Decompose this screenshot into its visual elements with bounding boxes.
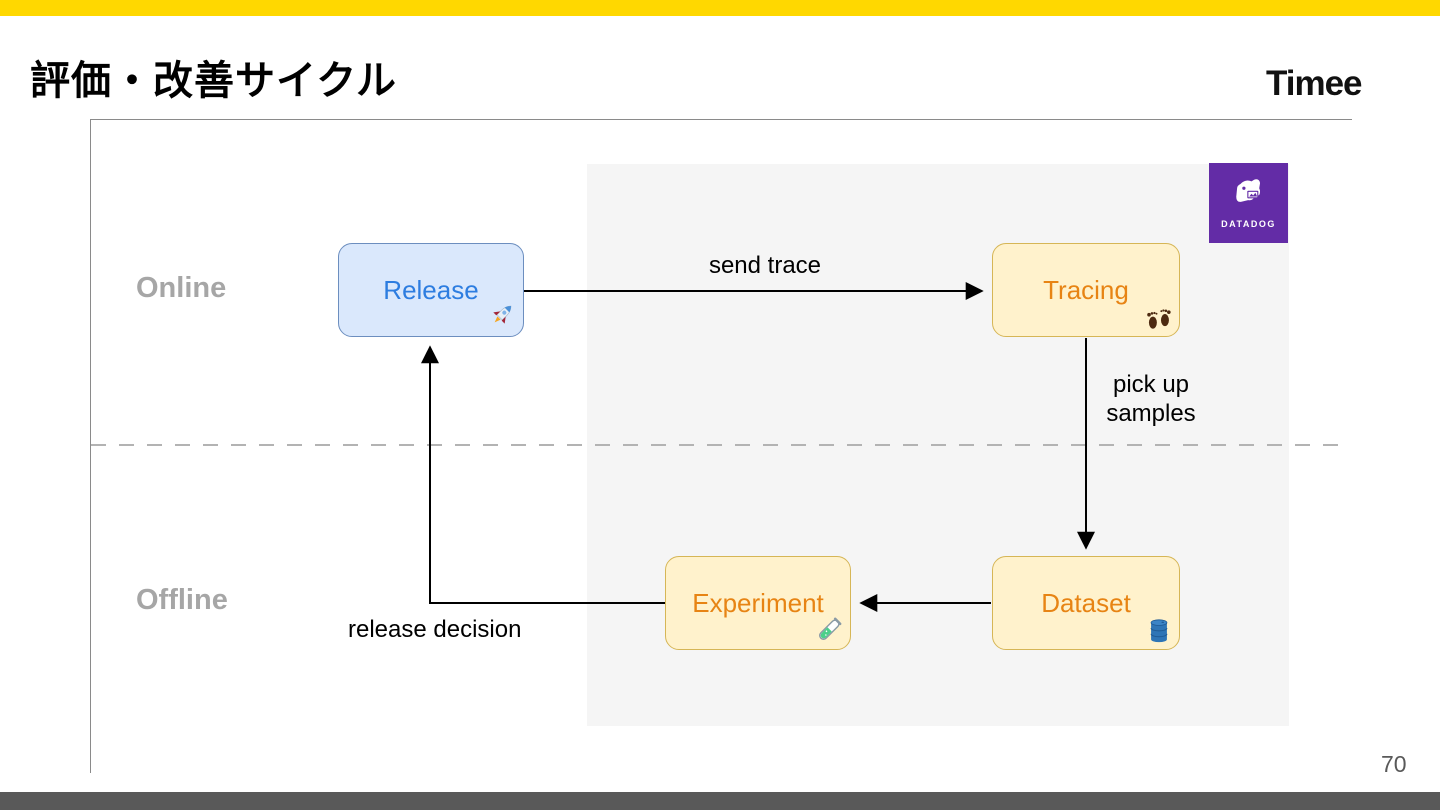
footprints-icon (1143, 302, 1174, 333)
node-release-label: Release (383, 274, 479, 305)
timee-logo: Timee (1266, 64, 1363, 103)
datadog-logo: DATADOG (1209, 163, 1288, 243)
test-tube-icon (813, 614, 845, 646)
oil-drum-icon (1144, 616, 1174, 646)
region-label-offline: Offline (136, 584, 228, 616)
node-dataset-label: Dataset (1041, 587, 1131, 618)
node-release: Release (338, 243, 524, 337)
node-dataset: Dataset (992, 556, 1180, 650)
datadog-wordmark: DATADOG (1221, 218, 1276, 229)
node-tracing: Tracing (992, 243, 1180, 337)
region-label-online: Online (136, 272, 227, 304)
slide-title: 評価・改善サイクル (30, 59, 397, 103)
node-tracing-label: Tracing (1043, 274, 1129, 305)
bottom-footer-bar (0, 792, 1440, 810)
datadog-dog-icon (1227, 178, 1271, 217)
page-number: 70 (1381, 751, 1407, 777)
content-frame (90, 119, 1352, 773)
top-accent-bar (0, 0, 1440, 16)
rocket-icon (484, 299, 518, 333)
node-experiment-label: Experiment (692, 587, 824, 618)
edge-label-send-trace: send trace (708, 252, 822, 279)
edge-label-release-decision: release decision (348, 616, 522, 643)
node-experiment: Experiment (665, 556, 851, 650)
edge-label-pick-up-samples: pick up samples (1106, 371, 1196, 428)
